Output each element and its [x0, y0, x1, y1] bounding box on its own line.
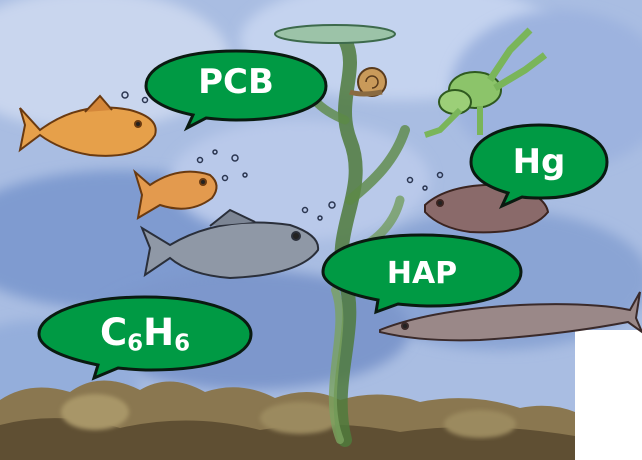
carbon-symbol: C	[99, 311, 128, 354]
hap-label: HAP	[386, 256, 458, 291]
speech-bubble-hap: HAP	[320, 232, 524, 315]
orange-fish	[18, 94, 157, 157]
snail	[349, 67, 387, 97]
hydrogen-subscript: 6	[174, 330, 191, 357]
speech-bubble-shape	[144, 49, 328, 132]
speech-bubble-hg: Hg	[468, 122, 610, 210]
speech-bubble-benzene: C6H6	[36, 294, 254, 381]
speech-bubble-shape	[469, 123, 609, 210]
pcb-label: PCB	[198, 62, 274, 102]
carbon-subscript: 6	[127, 330, 144, 357]
frog	[424, 27, 548, 138]
seabed-rocks	[0, 380, 575, 460]
benzene-formula: C6H6	[36, 311, 254, 357]
speech-bubble-shape	[321, 233, 523, 315]
hydrogen-symbol: H	[143, 311, 175, 354]
long-fish	[379, 291, 642, 342]
air-bubbles	[121, 89, 444, 221]
hg-label: Hg	[512, 142, 566, 182]
small-orange-fish	[133, 168, 218, 220]
speech-bubble-pcb: PCB	[143, 48, 329, 132]
grey-fish	[139, 208, 320, 280]
lily-pad	[274, 24, 396, 44]
speech-bubble-shape	[37, 295, 253, 381]
